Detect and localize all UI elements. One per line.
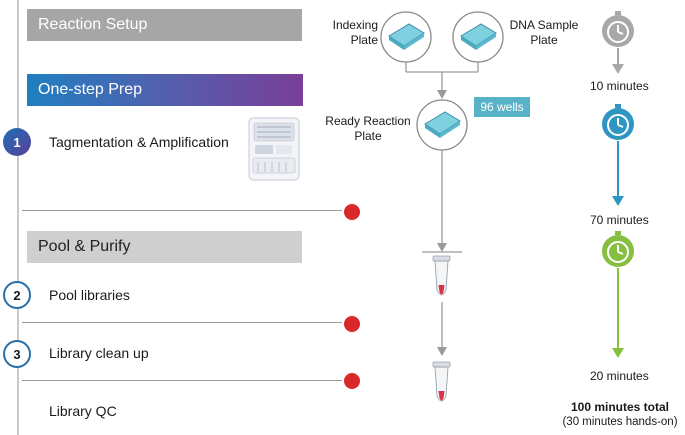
indexing-plate-icon bbox=[380, 11, 432, 63]
ready-reaction-plate-text: Ready Reaction Plate bbox=[325, 114, 411, 143]
dna-sample-plate-icon bbox=[452, 11, 504, 63]
dna-sample-plate-label: DNA Sample Plate bbox=[508, 18, 580, 48]
thermal-cycler-icon bbox=[248, 117, 300, 181]
stop-point-1 bbox=[344, 204, 360, 220]
gray-timer-icon bbox=[602, 11, 634, 47]
ready-reaction-plate-label: Ready Reaction Plate bbox=[322, 114, 414, 144]
dna-sample-plate-text: DNA Sample Plate bbox=[509, 18, 579, 47]
green-timer-icon bbox=[602, 231, 634, 267]
step-2-label: Pool libraries bbox=[49, 287, 130, 303]
section-one-step-prep: One-step Prep bbox=[27, 74, 303, 106]
time-label-20: 20 minutes bbox=[590, 369, 649, 383]
step-2-number: 2 bbox=[3, 281, 31, 309]
section-reaction-setup-label: Reaction Setup bbox=[38, 16, 148, 33]
section-pool-purify: Pool & Purify bbox=[27, 231, 302, 263]
stop-point-2 bbox=[344, 316, 360, 332]
step-1-number: 1 bbox=[3, 128, 31, 156]
section-pool-purify-label: Pool & Purify bbox=[38, 238, 131, 255]
separator-line-2 bbox=[22, 322, 342, 323]
blue-timer-icon bbox=[602, 104, 634, 140]
hands-on-time-label: (30 minutes hands-on) bbox=[562, 416, 678, 428]
separator-line-1 bbox=[22, 210, 342, 211]
stop-point-3 bbox=[344, 373, 360, 389]
ready-reaction-plate-icon bbox=[416, 99, 468, 151]
tube-icon-2 bbox=[432, 361, 451, 402]
indexing-plate-label: Indexing Plate bbox=[322, 18, 378, 48]
gray-timer-arrow bbox=[612, 48, 624, 74]
flow-arrow-2 bbox=[437, 302, 447, 356]
time-label-10: 10 minutes bbox=[590, 79, 649, 93]
flow-arrow-1 bbox=[422, 150, 462, 253]
step-3-label: Library clean up bbox=[49, 345, 149, 361]
total-time: 100 minutes total (30 minutes hands-on) bbox=[556, 400, 684, 429]
tube-icon-1 bbox=[432, 255, 451, 296]
merge-connector bbox=[405, 62, 479, 99]
wells-badge: 96 wells bbox=[474, 97, 530, 117]
section-reaction-setup: Reaction Setup bbox=[27, 9, 302, 41]
green-timer-arrow bbox=[612, 268, 624, 358]
total-time-label: 100 minutes total bbox=[570, 400, 670, 414]
step-1-label: Tagmentation & Amplification bbox=[49, 134, 229, 150]
workflow-timeline-line bbox=[17, 0, 19, 435]
blue-timer-arrow bbox=[612, 141, 624, 206]
indexing-plate-text: Indexing Plate bbox=[332, 18, 378, 47]
separator-line-3 bbox=[22, 380, 342, 381]
step-3-number: 3 bbox=[3, 340, 31, 368]
time-label-70: 70 minutes bbox=[590, 213, 649, 227]
section-one-step-prep-label: One-step Prep bbox=[38, 81, 143, 98]
step-4-label: Library QC bbox=[49, 403, 117, 419]
